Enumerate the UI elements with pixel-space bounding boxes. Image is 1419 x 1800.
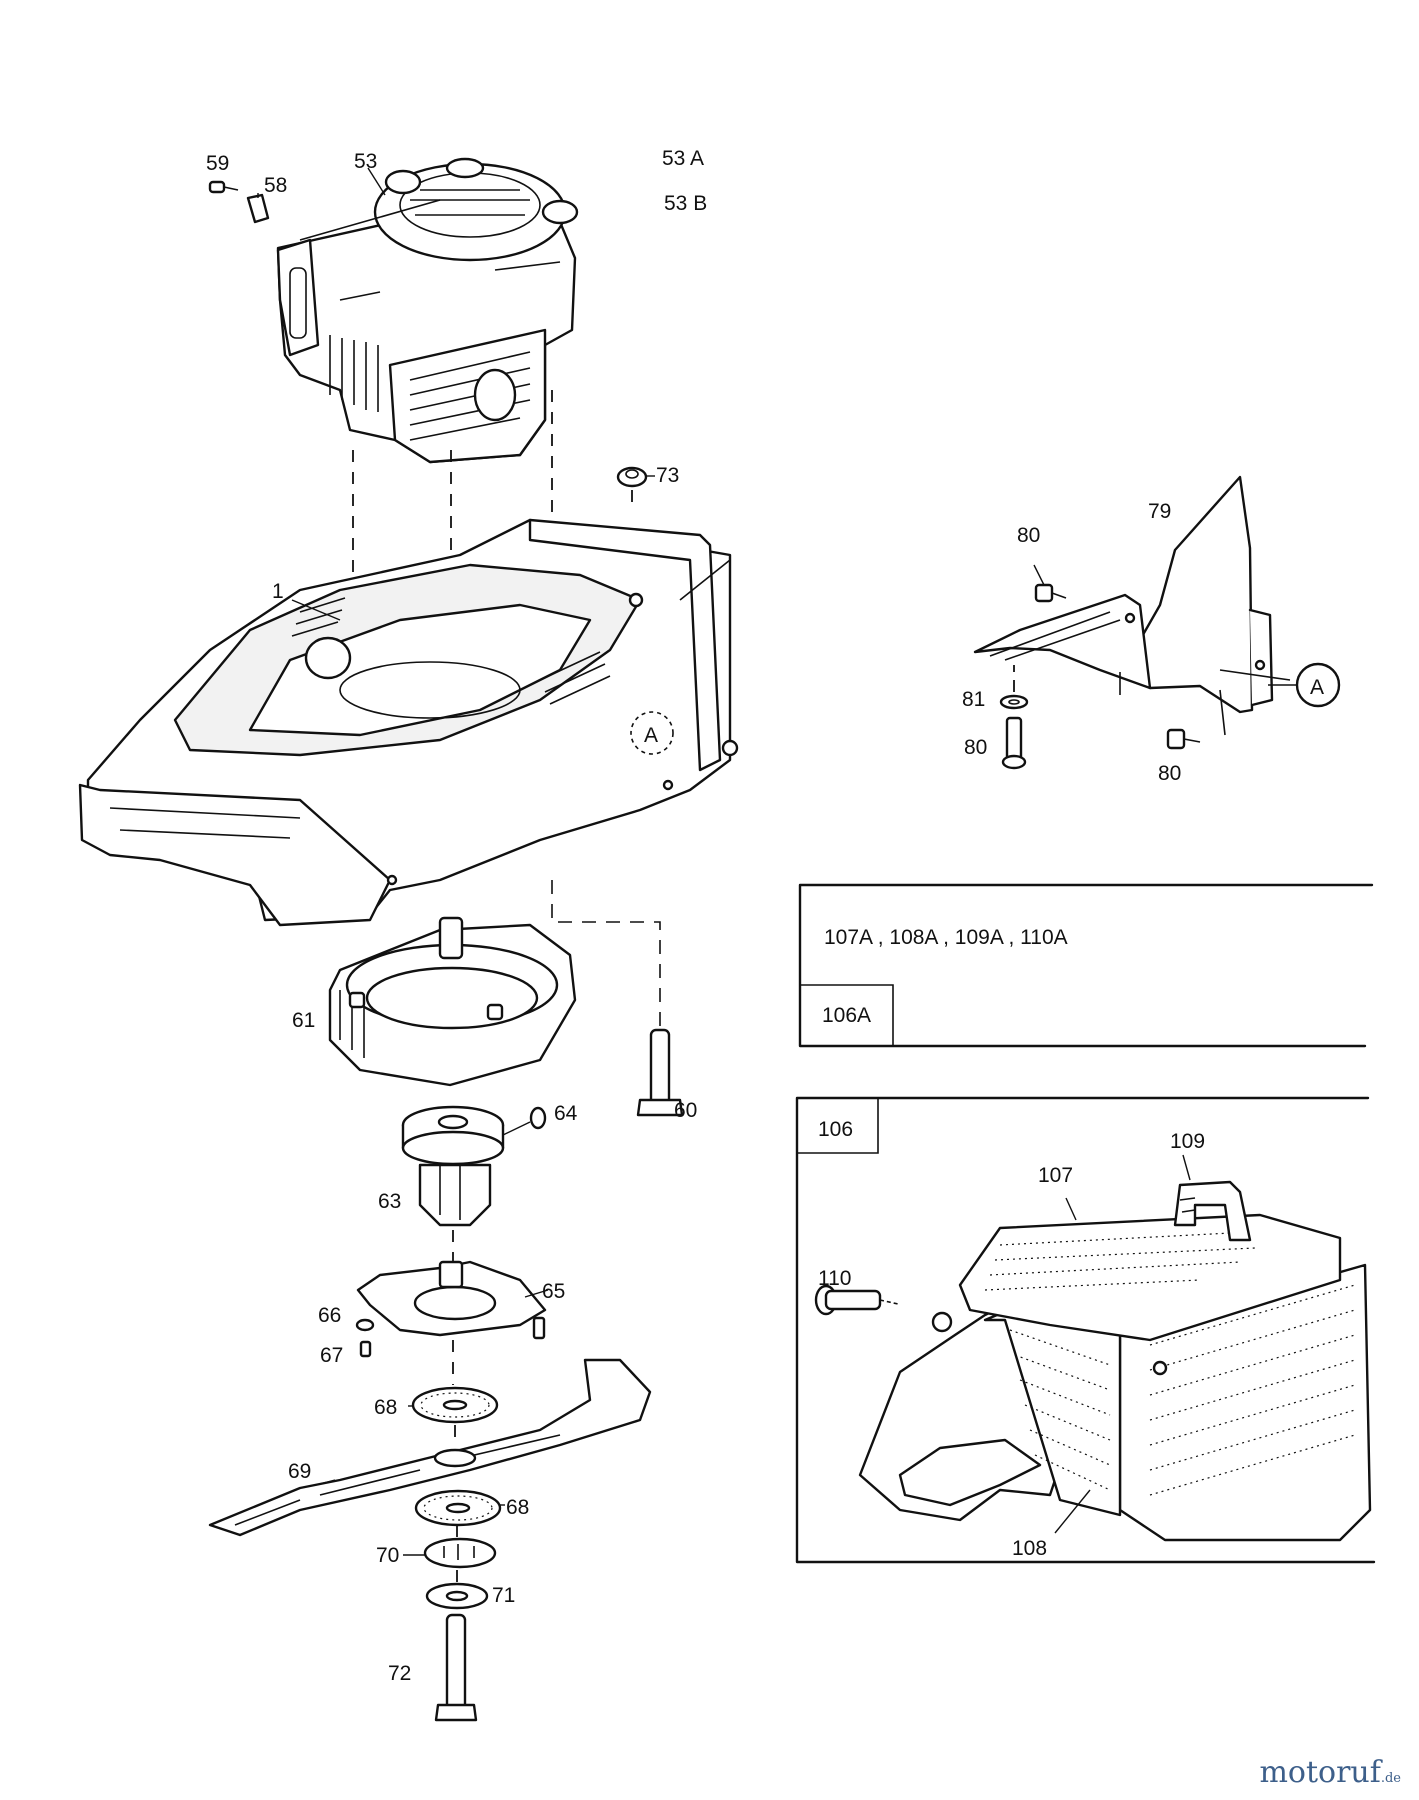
leader-65 xyxy=(524,1289,549,1298)
callout-66: 66 xyxy=(318,1304,341,1327)
callout-70: 70 xyxy=(376,1544,399,1567)
reference-a-on-deck xyxy=(630,711,674,755)
pulley-hub-63 xyxy=(401,1105,505,1227)
leader-53 xyxy=(367,167,386,196)
screw-80-side xyxy=(1166,728,1201,750)
flap-79 xyxy=(973,475,1291,736)
blade-housing-61 xyxy=(328,916,577,1087)
callout-110: 110 xyxy=(818,1267,851,1290)
callout-72: 72 xyxy=(388,1662,411,1685)
callout-65: 65 xyxy=(542,1280,565,1303)
leader-108 xyxy=(1054,1489,1091,1534)
callout-53: 53 xyxy=(354,150,377,173)
callout-81: 81 xyxy=(962,688,985,711)
screw-67 xyxy=(355,1318,375,1358)
engine-53 xyxy=(208,157,579,464)
washer-81 xyxy=(999,694,1029,710)
pin-110 xyxy=(814,1284,899,1316)
callout-73: 73 xyxy=(656,464,679,487)
callout-79: 79 xyxy=(1148,500,1171,523)
callout-68-upper: 68 xyxy=(374,1396,397,1419)
callout-59: 59 xyxy=(206,152,229,175)
leader-1 xyxy=(291,599,341,621)
callout-108: 108 xyxy=(1012,1537,1047,1560)
callout-58: 58 xyxy=(264,174,287,197)
washer-70 xyxy=(423,1537,497,1569)
callout-107: 107 xyxy=(1038,1164,1073,1187)
bolt-60 xyxy=(636,1028,684,1117)
callout-80-bottom: 80 xyxy=(964,736,987,759)
info-box-variants-row: 107A , 108A , 109A , 110A xyxy=(824,926,1068,949)
reference-a-label: A xyxy=(1310,676,1324,699)
washer-71 xyxy=(425,1582,489,1610)
info-box-106a: 106A xyxy=(822,1004,871,1027)
callout-53b: 53 B xyxy=(664,192,707,215)
mower-deck-1 xyxy=(78,518,739,927)
nut-73 xyxy=(616,466,655,488)
callout-71: 71 xyxy=(492,1584,515,1607)
washer-68-lower xyxy=(414,1489,502,1527)
callout-69: 69 xyxy=(288,1460,311,1483)
variant-info-box xyxy=(798,883,1374,1048)
leader-109 xyxy=(1182,1154,1191,1181)
brand-watermark: motoruf.de xyxy=(1259,1755,1401,1790)
blade-carrier-65 xyxy=(356,1260,547,1340)
screw-80-bottom xyxy=(1001,716,1027,770)
callout-68-lower: 68 xyxy=(506,1496,529,1519)
callout-53a: 53 A xyxy=(662,147,704,170)
screw-80-top xyxy=(1033,564,1067,603)
grass-catcher-bag-106 xyxy=(858,1180,1372,1542)
callout-106: 106 xyxy=(818,1118,853,1141)
callout-60: 60 xyxy=(674,1099,697,1122)
brand-tld: .de xyxy=(1380,1771,1401,1786)
callout-64: 64 xyxy=(554,1102,578,1125)
reference-a-label-deck: A xyxy=(644,724,658,747)
reference-a-circle xyxy=(1268,662,1341,708)
callout-61: 61 xyxy=(292,1009,315,1032)
callout-67: 67 xyxy=(320,1344,343,1367)
bolt-72 xyxy=(434,1613,478,1722)
key-64 xyxy=(502,1106,547,1136)
alignment-line-60 xyxy=(551,880,661,1030)
leader-69 xyxy=(315,1479,336,1486)
washer-68-upper xyxy=(411,1386,499,1424)
callout-80-side: 80 xyxy=(1158,762,1181,785)
callout-109: 109 xyxy=(1170,1130,1205,1153)
alignment-line-blade-stack xyxy=(452,1230,458,1584)
callout-1: 1 xyxy=(272,580,284,603)
brand-name: motoruf xyxy=(1259,1755,1381,1790)
callout-80-top: 80 xyxy=(1017,524,1040,547)
leader-107 xyxy=(1065,1197,1077,1221)
blade-69 xyxy=(208,1358,652,1537)
callout-63: 63 xyxy=(378,1190,401,1213)
